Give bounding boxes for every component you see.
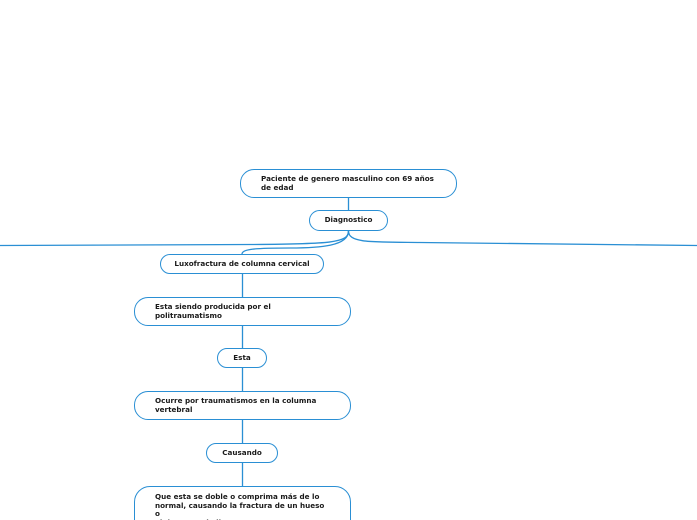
node-esta-label: Esta: [233, 352, 251, 362]
node-consecuencia-label: Que esta se doble o comprima más de lo n…: [155, 492, 325, 520]
connector-diagnostico-left-branch: [0, 230, 350, 247]
node-causando[interactable]: Causando: [206, 443, 278, 463]
node-politraumatismo[interactable]: Esta siendo producida por el politraumat…: [134, 297, 351, 326]
connector-diagnostico-luxofractura: [241, 230, 350, 255]
connector-diagnostico-right-branch: [347, 230, 697, 247]
node-ocurre-label: Ocurre por traumatismos en la columna ve…: [155, 395, 317, 414]
node-luxofractura-label: Luxofractura de columna cervical: [174, 258, 310, 268]
node-diagnostico-label: Diagnostico: [324, 215, 373, 225]
node-paciente[interactable]: Paciente de genero masculino con 69 años…: [240, 169, 457, 198]
node-diagnostico[interactable]: Diagnostico: [309, 210, 388, 231]
node-luxofractura[interactable]: Luxofractura de columna cervical: [160, 254, 324, 274]
node-ocurre[interactable]: Ocurre por traumatismos en la columna ve…: [134, 391, 351, 420]
node-causando-label: Causando: [222, 447, 262, 457]
node-esta[interactable]: Esta: [217, 348, 267, 368]
node-politraumatismo-label: Esta siendo producida por el politraumat…: [155, 301, 271, 320]
node-consecuencia[interactable]: Que esta se doble o comprima más de lo n…: [134, 486, 351, 520]
node-paciente-label: Paciente de genero masculino con 69 años…: [261, 173, 434, 192]
